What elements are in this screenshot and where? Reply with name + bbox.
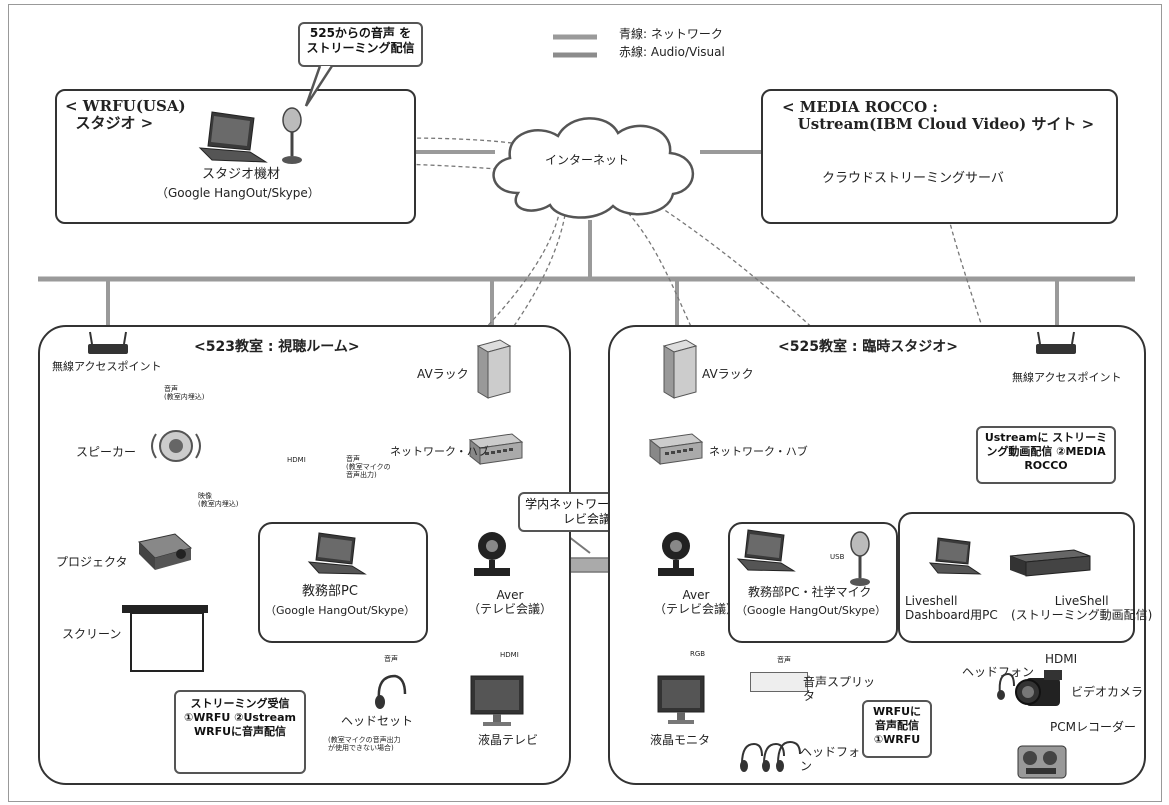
pc-523-software: （Google HangOut/Skype）: [265, 604, 416, 617]
screen-label: スクリーン: [62, 627, 122, 641]
video-camera-icon: [1015, 670, 1062, 706]
wrfu-title: < WRFU(USA) スタジオ >: [65, 97, 186, 133]
hdmi-label-523: HDMI: [287, 456, 306, 464]
laptop-icon-525: [736, 529, 796, 572]
splitter-icon: [750, 672, 808, 692]
lcd-monitor-icon: [657, 675, 705, 724]
aver-525-label: Aver （テレビ会議）: [654, 588, 739, 616]
room-525-ap-label: 無線アクセスポイント: [1012, 371, 1122, 384]
headset-audio-label: 音声: [384, 655, 398, 663]
wireless-ap-icon-525: [1036, 331, 1076, 354]
camera-label: ビデオカメラ: [1071, 685, 1144, 699]
media-rocco-box: [761, 89, 1118, 224]
camera-hdmi-label: HDMI: [1045, 652, 1078, 666]
laptop-icon-523: [307, 532, 367, 575]
liveshell-device-icon: [1009, 549, 1091, 577]
media-rocco-title: < MEDIA ROCCO : Ustream(IBM Cloud Video)…: [782, 98, 1095, 134]
hub-label-525: ネットワーク・ハブ: [709, 445, 808, 458]
legend-av: 赤線: Audio/Visual: [619, 45, 725, 59]
wrfu-studio-box: [55, 89, 416, 224]
av-rack-icon-525: [662, 339, 698, 399]
hub-label-523: ネットワーク・ハブ: [390, 445, 489, 458]
wrfu-audio-callout: WRFUに 音声配信 ①WRFU: [862, 700, 932, 758]
splitter-audio-label: 音声: [777, 656, 791, 664]
microphone-icon: [282, 107, 302, 164]
ustream-callout: Ustreamに ストリーミング動画配信 ②MEDIA ROCCO: [976, 426, 1116, 484]
wireless-ap-icon: [88, 331, 128, 354]
headset-note: (教室マイクの音声出力 が使用できない場合): [328, 736, 401, 753]
projector-icon: [138, 533, 193, 570]
headphone-label: ヘッドフォン: [962, 665, 1035, 679]
projector-label: プロジェクタ: [56, 555, 128, 569]
outer-frame: [8, 4, 1162, 802]
network-hub-icon-525: [648, 433, 704, 466]
liveshell-box: [898, 512, 1135, 643]
tv-label: 液晶テレビ: [478, 733, 539, 747]
laptop-icon-dashboard: [928, 537, 982, 575]
av-rack-label-523: AVラック: [417, 367, 469, 381]
pc-523-label: 教務部PC: [302, 584, 358, 599]
headphone-icon-525: [997, 672, 1015, 700]
legend-network: 青線: ネットワーク: [619, 27, 723, 41]
aver-camera-icon-525: [658, 532, 694, 576]
pc-525-software: （Google HangOut/Skype）: [736, 604, 887, 617]
wrfu-callout-tail: [304, 66, 334, 107]
usb-label: USB: [830, 553, 845, 561]
screen-bar: [122, 605, 208, 613]
video-note: 映像 (教室内埋込): [198, 492, 239, 509]
internet-label: インターネット: [545, 153, 630, 167]
lcd-tv-icon: [470, 675, 524, 726]
headphones-label: ヘッドフォ ン: [800, 745, 861, 773]
mic-note: 音声 (教室マイクの 音声出力): [346, 455, 391, 480]
pcm-label: PCMレコーダー: [1050, 720, 1136, 734]
monitor-label: 液晶モニタ: [650, 733, 711, 747]
dashboard-pc-label: Liveshell Dashboard用PC: [905, 594, 998, 622]
av-rack-label-525: AVラック: [702, 367, 754, 381]
screen-icon: [130, 612, 204, 672]
wrfu-equipment: スタジオ機材: [202, 167, 281, 182]
pc-525-label: 教務部PC・社学マイク: [748, 585, 872, 599]
internet-cloud-icon: [492, 117, 695, 219]
aver-523-label: Aver （テレビ会議）: [468, 588, 553, 616]
wrfu-callout: 525からの音声 をストリーミング配信: [298, 22, 423, 67]
room-523-ap-label: 無線アクセスポイント: [52, 360, 162, 373]
microphone-icon-525: [850, 531, 870, 586]
splitter-label: 音声スプリッ タ: [803, 675, 876, 703]
wrfu-software: （Google HangOut/Skype）: [156, 186, 320, 200]
headphones-icon: [740, 740, 801, 772]
speaker-label: スピーカー: [76, 445, 137, 459]
room-525-title: <525教室 : 臨時スタジオ>: [778, 339, 959, 355]
aver-camera-icon-523: [474, 532, 510, 576]
tv-hdmi-label: HDMI: [500, 651, 519, 659]
laptop-icon: [198, 111, 268, 163]
rgb-label: RGB: [690, 650, 706, 658]
speaker-icon: [151, 430, 201, 462]
liveshell-label: LiveShell (ストリーミング動画配信): [1011, 594, 1153, 622]
av-rack-icon: [476, 339, 512, 399]
room-523-title: <523教室 : 視聴ルーム>: [194, 339, 360, 355]
headset-label: ヘッドセット: [341, 714, 414, 728]
pcm-recorder-icon: [1017, 745, 1067, 779]
headset-icon: [375, 674, 407, 709]
audio-note: 音声 (教室内埋込): [164, 385, 205, 402]
network-hub-icon: [468, 433, 524, 466]
cloud-server-label: クラウドストリーミングサーバ: [822, 171, 1004, 186]
room-523-callout: ストリーミング受信 ①WRFU ②Ustream WRFUに音声配信: [174, 690, 306, 774]
